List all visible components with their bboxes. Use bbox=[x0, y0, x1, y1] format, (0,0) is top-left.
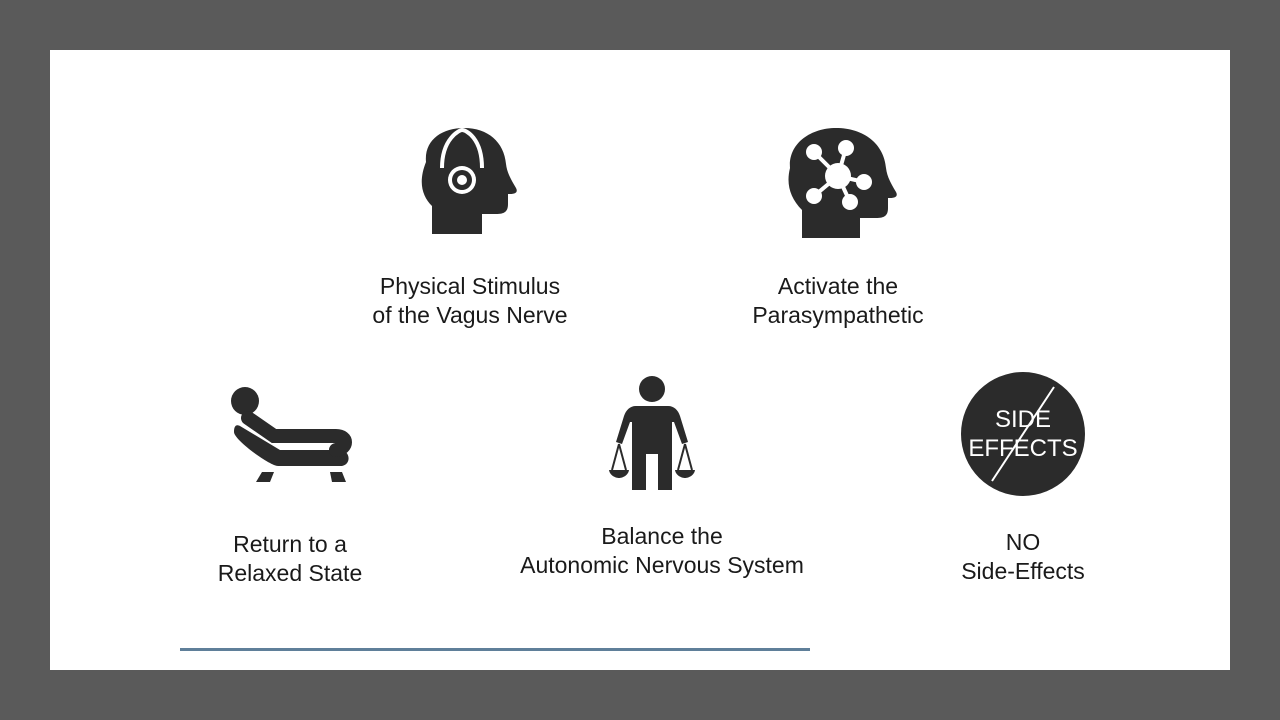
headphones-head-icon bbox=[421, 128, 517, 234]
label-balance: Balance the Autonomic Nervous System bbox=[520, 523, 804, 578]
person-scales-icon bbox=[609, 376, 695, 490]
badge-text: SIDE EFFECTS bbox=[968, 406, 1078, 462]
no-side-effects-icon: SIDE EFFECTS bbox=[960, 371, 1086, 497]
slide: Physical Stimulus of the Vagus Nerve Act… bbox=[50, 50, 1230, 670]
reclining-person-icon bbox=[231, 387, 352, 482]
label-activate-parasympathetic: Activate the Parasympathetic bbox=[752, 273, 924, 328]
network-head-icon bbox=[788, 128, 897, 238]
label-relaxed-state: Return to a Relaxed State bbox=[217, 531, 363, 586]
divider-rule bbox=[180, 648, 810, 651]
strike-line bbox=[991, 386, 1055, 482]
label-physical-stimulus: Physical Stimulus of the Vagus Nerve bbox=[372, 273, 568, 328]
label-no-side-effects: NO Side-Effects bbox=[961, 529, 1085, 584]
